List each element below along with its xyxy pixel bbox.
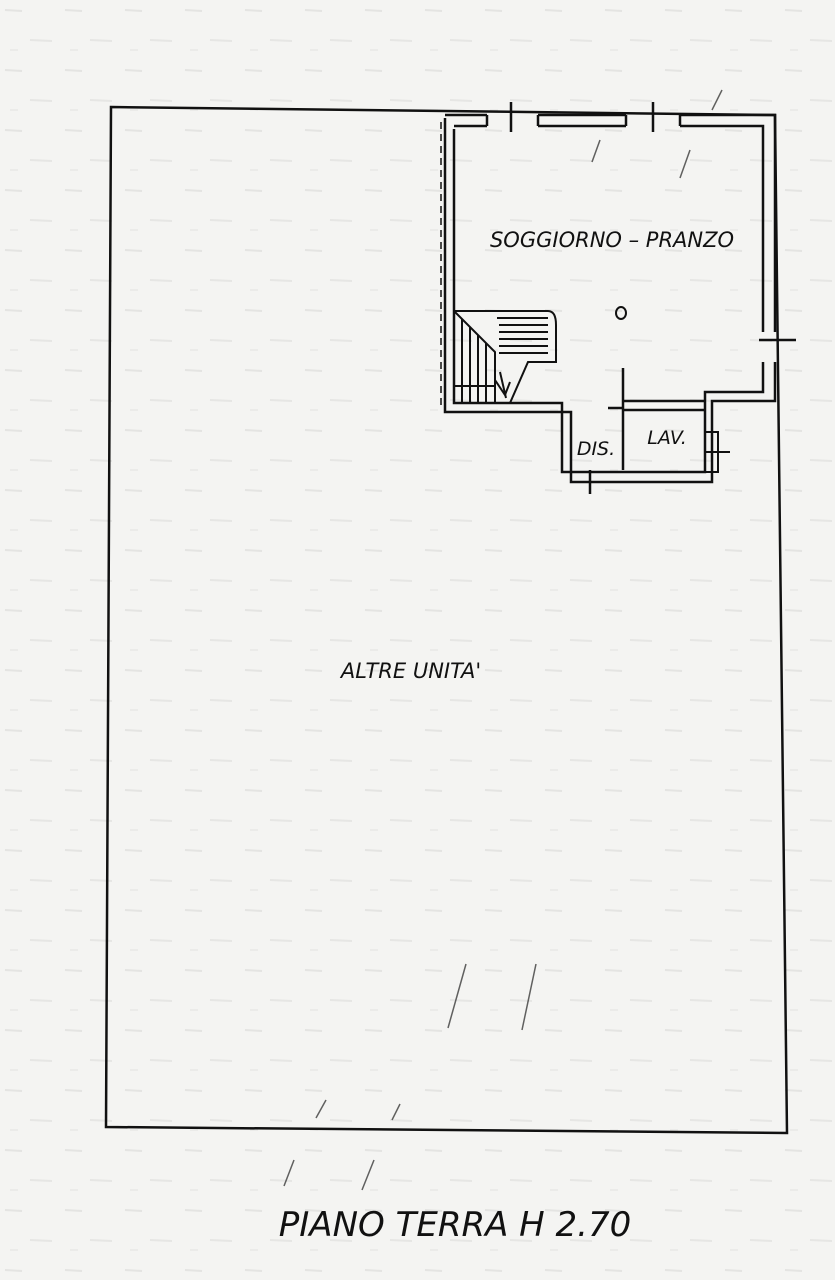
room-label-living-dining: SOGGIORNO – PRANZO — [490, 228, 734, 252]
floor-caption: PIANO TERRA H 2.70 — [279, 1205, 631, 1245]
outer-boundary — [104, 105, 789, 1135]
ceiling-light-symbol — [615, 306, 627, 320]
opening-ticks — [509, 102, 796, 494]
staircase — [453, 310, 557, 404]
room-label-hallway: DIS. — [577, 438, 615, 460]
room-label-other-units: ALTRE UNITA' — [339, 659, 481, 683]
unit-walls — [443, 113, 777, 484]
scan-marks — [283, 89, 723, 1191]
laundry-window — [704, 431, 730, 473]
interior-partitions — [608, 368, 705, 470]
room-label-laundry: LAV. — [647, 427, 687, 449]
